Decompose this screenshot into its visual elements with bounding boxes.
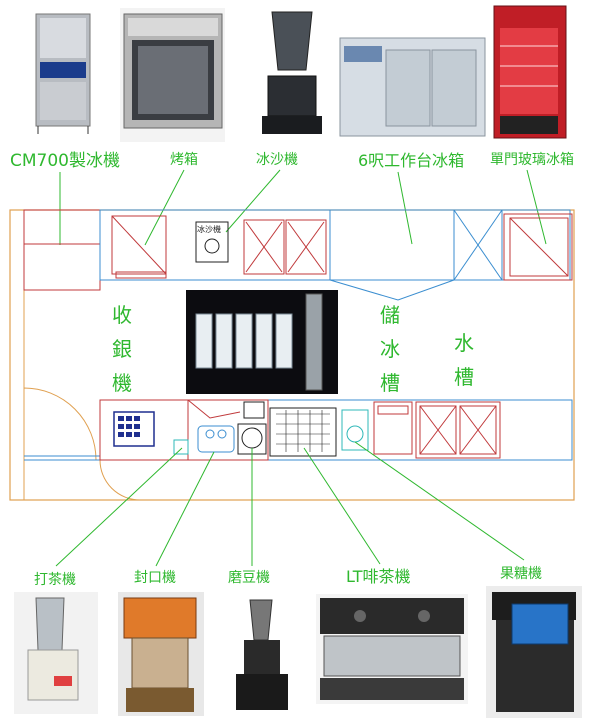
label-ice-storage: 儲 冰 槽 [380,303,400,395]
top-sink-right [285,219,327,275]
sealer-block [197,425,235,453]
workbench-fridge-photo [339,37,486,137]
fructose-photo [486,586,582,718]
label-blender: 冰沙機 [256,152,298,168]
ice-maker-block [23,209,101,291]
blender-block-label: 冰沙機 [197,224,221,234]
label-workbench-fridge: 6呎工作台冰箱 [358,151,464,170]
coffee-machine-photo [316,594,468,704]
oven-photo [120,8,225,142]
oven-block [111,215,167,275]
ice-storage-block [373,401,413,455]
grinder-top [243,401,265,419]
svg-text:槽: 槽 [380,371,400,395]
leader-blender [225,169,281,233]
glass-fridge-block [503,213,573,281]
oven-diagonal [111,215,167,275]
blender-block [195,221,229,263]
leader-sealer [155,451,215,567]
top-counter [99,209,571,281]
label-cashier: 收 銀 機 [112,303,132,395]
cross-box [453,209,503,281]
label-ice-maker: CM700製冰機 [10,151,120,171]
tea-shaker-photo [14,592,98,714]
label-oven: 烤箱 [170,152,198,168]
grinder-photo [220,596,296,716]
drawer-line [187,399,241,419]
coffee-machine-block [269,407,337,457]
svg-text:槽: 槽 [454,365,474,389]
svg-text:收: 收 [112,303,132,327]
svg-text:冰: 冰 [380,337,400,361]
blender-photo [256,8,326,142]
label-sealer: 封口機 [134,570,176,586]
door-swing-small [99,459,141,501]
label-tea-shaker: 打茶機 [34,571,76,588]
cashier-counter [99,399,189,461]
tea-shaker-block [173,439,189,455]
label-glass-fridge: 單門玻璃冰箱 [490,151,574,168]
svg-text:機: 機 [112,371,132,395]
leader-fructose [354,441,525,561]
workbench-door-swing [329,279,455,301]
prep-counter [187,399,269,461]
workbench-fridge-block [329,209,455,281]
grinder-icon [241,427,263,449]
glass-fridge-inner [509,217,569,277]
label-fructose: 果糖機 [500,566,542,582]
entrance-door-swing [23,387,97,461]
sealer-photo [118,592,204,716]
svg-text:水: 水 [454,331,474,355]
label-coffee-machine: LT啡茶機 [346,567,411,586]
oven-base [115,271,167,279]
label-sink: 水 槽 [454,331,474,389]
leader-glass-fridge [526,169,547,245]
top-sink-left [243,219,285,275]
cashier-register-icon [113,411,155,447]
leader-oven [144,169,185,246]
svg-text:儲: 儲 [380,303,400,327]
coffee-grid-pattern [276,410,330,452]
fructose-block [341,409,369,451]
blender-jar-icon [204,238,220,254]
leader-workbench [397,171,413,245]
glass-fridge-photo [493,5,567,139]
tea-tubes-photo [186,290,338,394]
leader-coffee [303,447,381,565]
svg-text:銀: 銀 [112,337,132,361]
label-grinder: 磨豆機 [228,570,270,586]
ice-maker-photo [10,8,105,138]
leader-tea-shaker [55,447,183,567]
bottom-sink-block [415,401,501,459]
